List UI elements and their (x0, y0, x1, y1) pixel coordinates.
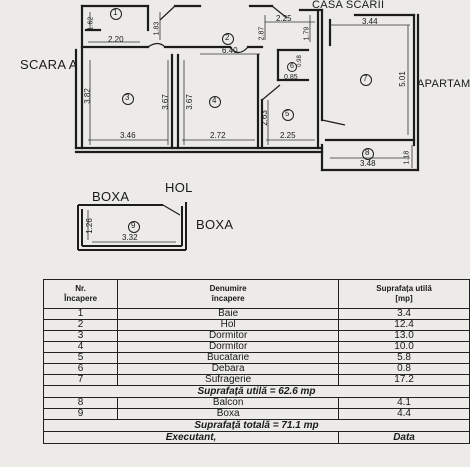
row-area: 5.8 (338, 352, 470, 364)
room-number-3: 3 (125, 93, 130, 102)
casa-scarii-label: CASA SCARII (312, 0, 385, 11)
boxa-right-label: BOXA (196, 217, 234, 232)
room-number-5: 5 (285, 109, 290, 118)
header-suprafata-line2: [mp] (395, 294, 413, 303)
row-area: 3.4 (338, 308, 470, 320)
row-nr: 2 (42, 319, 119, 331)
row-name: Dormitor (117, 330, 340, 342)
header-denumire: Denumire încapere (117, 279, 340, 309)
row-nr: 6 (42, 363, 119, 375)
room-number-9: 9 (131, 221, 136, 230)
row-name: Baie (117, 308, 340, 320)
dim-118: 1.18 (403, 150, 411, 165)
floor-plan (74, 4, 420, 251)
row-area: 12.4 (338, 319, 470, 331)
dim-348: 3.48 (360, 159, 376, 168)
dim-346: 3.46 (120, 131, 136, 140)
header-denumire-line2: încapere (211, 294, 245, 303)
dim-344: 3.44 (362, 17, 378, 26)
rooms-table: Nr. Încapere Denumire încapere Suprafața… (42, 279, 470, 444)
room-number-4: 4 (212, 96, 217, 105)
dim-640: 6.40 (222, 46, 238, 55)
room-number-7: 7 (363, 74, 368, 83)
row-name: Boxa (117, 408, 340, 420)
table-header-row: Nr. Încapere Denumire încapere Suprafața… (42, 279, 470, 309)
signature-row: Executant, Data (42, 431, 470, 444)
dim-367-b: 3.67 (184, 94, 194, 110)
row-name: Hol (117, 319, 340, 331)
header-nr: Nr. Încapere (42, 279, 119, 309)
dim-225-bot: 2.25 (280, 131, 296, 140)
header-nr-line1: Nr. (75, 284, 86, 293)
row-area: 4.1 (338, 397, 470, 409)
dim-126: 1.26 (84, 218, 94, 234)
dim-367-a: 3.67 (160, 94, 170, 110)
room-number-8: 8 (365, 148, 370, 157)
row-name: Bucatarie (117, 352, 340, 364)
header-nr-line2: Încapere (64, 294, 98, 303)
row-nr: 7 (42, 374, 119, 386)
suprafata-utila-row: Suprafață utilă = 62.6 mp (43, 385, 470, 398)
row-nr: 8 (42, 397, 119, 409)
row-area: 17.2 (338, 374, 470, 386)
dim-332: 3.32 (122, 233, 138, 242)
dim-183: 1.83 (153, 21, 161, 36)
row-nr: 9 (42, 408, 119, 420)
dim-225-top: 2.25 (276, 14, 292, 23)
scara-a-label: SCARA A (20, 57, 78, 72)
dim-501: 5.01 (397, 71, 407, 87)
row-name: Sufragerie (117, 374, 340, 386)
dim-263: 2.63 (259, 110, 269, 126)
room-number-1: 1 (113, 8, 118, 17)
dim-287: 2.87 (258, 26, 266, 41)
suprafata-utila-total: Suprafață utilă = 62.6 mp (43, 385, 470, 398)
row-nr: 4 (42, 341, 119, 353)
room-number-6: 6 (290, 63, 294, 70)
dim-179: 1.79 (303, 26, 311, 41)
dim-r1-width: 2.20 (108, 35, 124, 44)
suprafata-totala-total: Suprafață totală = 71.1 mp (43, 419, 470, 432)
row-name: Balcon (117, 397, 340, 409)
apartament-label: APARTAM (417, 78, 470, 90)
dim-085: 0.85 (284, 74, 298, 81)
data-label: Data (338, 431, 470, 444)
dim-382: 3.82 (82, 88, 92, 104)
executant-label: Executant, (42, 431, 340, 444)
suprafata-totala-row: Suprafață totală = 71.1 mp (43, 419, 470, 432)
row-name: Dormitor (117, 341, 340, 353)
boxa-left-label: BOXA (92, 189, 130, 204)
header-suprafata-line1: Suprafața utilă (376, 284, 432, 293)
row-area: 4.4 (338, 408, 470, 420)
row-area: 13.0 (338, 330, 470, 342)
dim-r1-height: 1.62 (87, 16, 95, 31)
row-name: Debara (117, 363, 340, 375)
row-nr: 3 (42, 330, 119, 342)
dim-098: 0.98 (296, 55, 303, 67)
row-area: 0.8 (338, 363, 470, 375)
dim-272: 2.72 (210, 131, 226, 140)
hol-label: HOL (165, 180, 193, 195)
room-number-2: 2 (225, 33, 230, 42)
row-nr: 1 (42, 308, 119, 320)
header-denumire-line1: Denumire (209, 284, 247, 293)
header-suprafata: Suprafața utilă [mp] (338, 279, 470, 309)
row-nr: 5 (42, 352, 119, 364)
row-area: 10.0 (338, 341, 470, 353)
